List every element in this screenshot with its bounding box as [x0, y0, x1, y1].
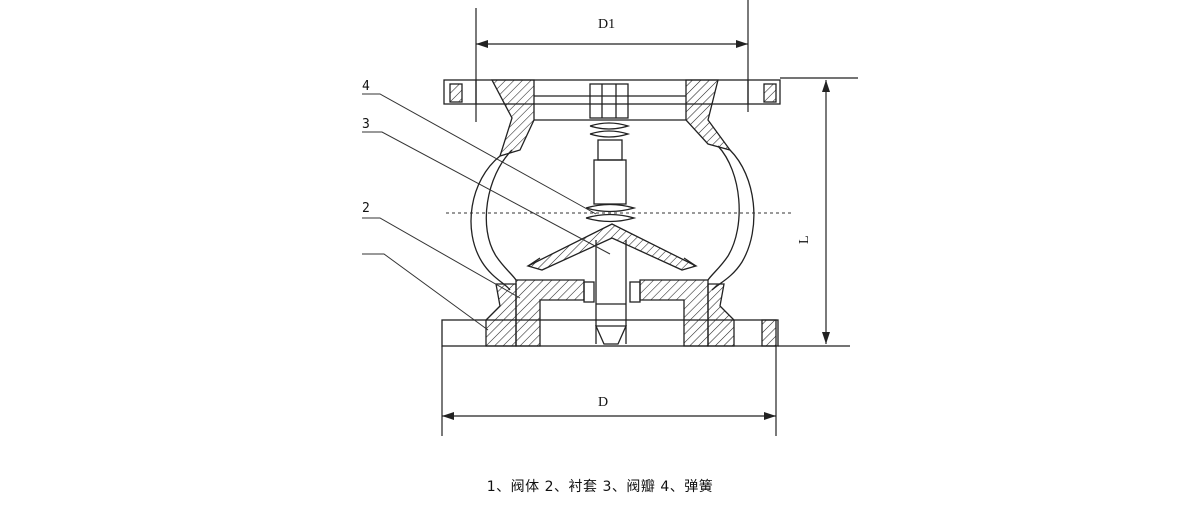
valve-disc	[526, 223, 698, 271]
callout-2-number: 2	[362, 201, 370, 216]
callout-3-number: 3	[362, 117, 370, 132]
callout-2: 2	[362, 201, 521, 299]
callout-4-number: 4	[362, 79, 370, 94]
dimension-d1-label: D1	[598, 17, 615, 32]
valve-body	[446, 145, 792, 291]
dimension-d: D	[441, 346, 777, 436]
bushing-right	[639, 279, 709, 347]
dimension-d-label: D	[598, 395, 608, 410]
bottom-flange	[441, 319, 850, 347]
lower-neck-right	[707, 283, 735, 347]
callout-1	[362, 253, 489, 331]
dimension-l: L	[797, 80, 830, 344]
callout-4: 4	[362, 79, 597, 215]
callout-3: 3	[362, 117, 611, 255]
top-flange	[443, 77, 858, 105]
top-neck-right	[685, 79, 732, 152]
bushing-left	[515, 279, 585, 347]
top-neck-left	[490, 79, 535, 157]
dimension-l-label: L	[797, 235, 812, 244]
stem-assembly	[585, 83, 637, 223]
part-legend: 1、阀体 2、衬套 3、阀瓣 4、弹簧	[486, 479, 714, 495]
